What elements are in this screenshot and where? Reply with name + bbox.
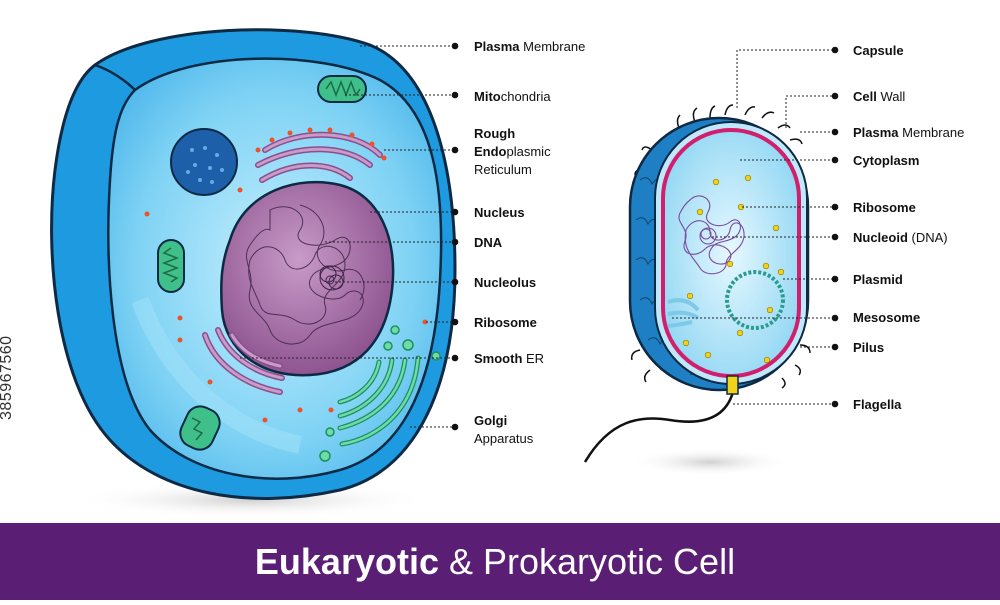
prokaryotic-leaders — [672, 46, 839, 408]
stock-id: 385967560 — [0, 335, 15, 420]
nucleus — [220, 180, 395, 377]
label-nucleus: Nucleus — [474, 205, 525, 220]
title-amp: & — [448, 540, 473, 582]
title-rest: Prokaryotic Cell — [483, 540, 736, 582]
title-bold: Eukaryotic — [254, 540, 439, 582]
label-plasmid: Plasmid — [853, 272, 903, 287]
label-cytoplasm: Cytoplasm — [853, 153, 919, 168]
label-plasma-membrane: Plasma Membrane — [474, 39, 585, 54]
smooth-er — [202, 327, 285, 395]
prokaryotic-ribosomes — [682, 174, 785, 364]
mitochondrion-top — [317, 75, 367, 103]
prokaryotic-label-list: Capsule Cell Wall Plasma Membrane Cytopl… — [853, 43, 964, 412]
label-smooth-er: Smooth ER — [474, 351, 544, 366]
label-nucleolus: Nucleolus — [474, 275, 536, 290]
golgi-apparatus — [337, 355, 421, 447]
label-mitochondria: Mitochondria — [474, 89, 551, 104]
dna — [245, 204, 365, 345]
label-cell-wall: Cell Wall — [853, 89, 905, 104]
label-ribosome: Ribosome — [474, 315, 537, 330]
label-pilus: Pilus — [853, 340, 884, 355]
eukaryotic-ribosomes — [144, 187, 428, 423]
label-prok-plasma-membrane: Plasma Membrane — [853, 125, 964, 140]
mitochondrion-left — [157, 239, 185, 293]
flagellum — [583, 391, 735, 463]
label-rough-er-line1: Rough — [474, 126, 515, 141]
nucleoid-dna — [678, 195, 745, 275]
prokaryotic-plasma-membrane — [661, 128, 801, 378]
eukaryotic-cell — [50, 28, 457, 518]
label-flagella: Flagella — [853, 397, 902, 412]
title-banner: Eukaryotic & Prokaryotic Cell — [0, 523, 1000, 600]
rough-er — [255, 131, 383, 183]
label-prok-ribosome: Ribosome — [853, 200, 916, 215]
label-rough-er-line3: Reticulum — [474, 162, 532, 177]
mesosome — [667, 298, 700, 328]
eukaryotic-leaders — [240, 42, 459, 431]
label-dna: DNA — [474, 235, 503, 250]
mitochondrion-bottom — [179, 405, 221, 451]
label-golgi-line2: Apparatus — [474, 431, 534, 446]
label-mesosome: Mesosome — [853, 310, 920, 325]
eukaryotic-label-list: Plasma Membrane Mitochondria Rough Endop… — [474, 39, 585, 446]
label-capsule: Capsule — [853, 43, 904, 58]
label-rough-er-line2: Endoplasmic — [474, 144, 551, 159]
prokaryotic-shadow — [630, 448, 790, 476]
prokaryotic-cell — [583, 104, 811, 476]
label-nucleoid: Nucleoid (DNA) — [853, 230, 948, 245]
plasmid — [725, 270, 785, 330]
label-golgi-line1: Golgi — [474, 413, 507, 428]
vacuole — [170, 128, 238, 196]
flagellum-base — [726, 375, 739, 395]
